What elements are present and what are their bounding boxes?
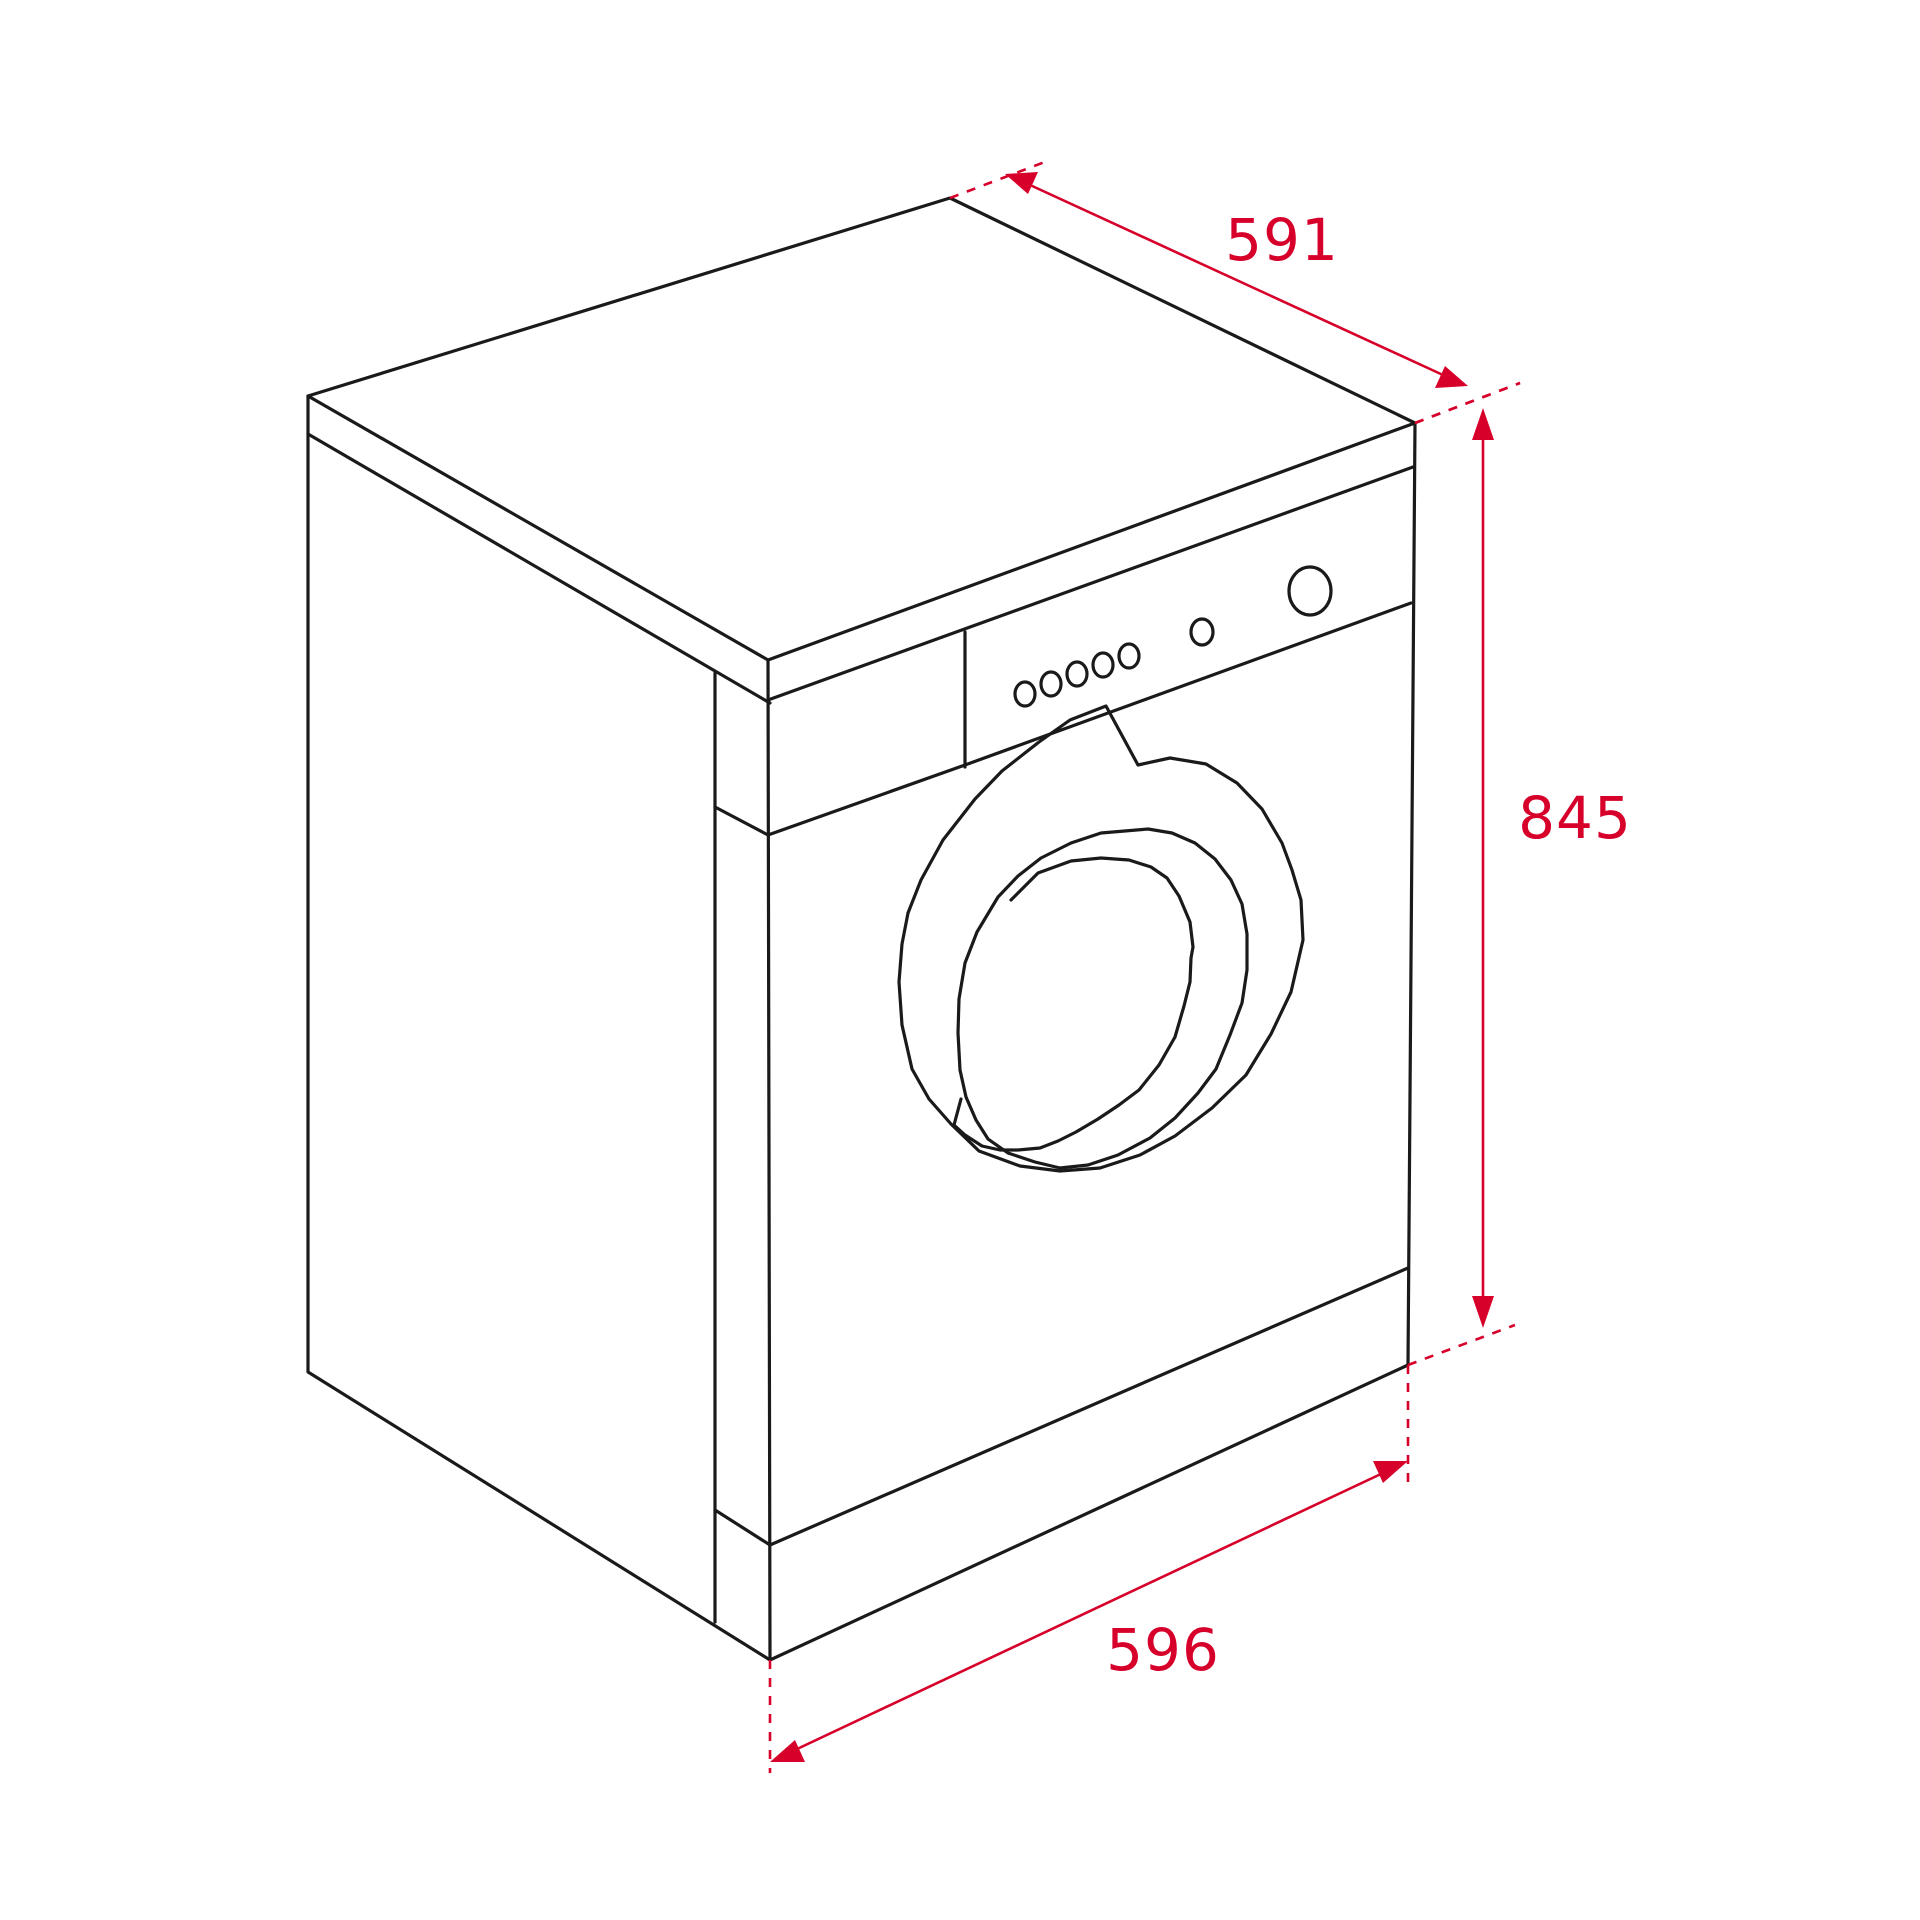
depth-arrowhead-start: [1005, 172, 1038, 194]
height-extension-line-top: [1414, 381, 1521, 425]
door-glass: [952, 856, 1195, 1152]
depth-dimension-line: [1029, 183, 1444, 377]
height-arrowhead-bottom: [1472, 1296, 1494, 1328]
side-panel-hinge-top: [713, 805, 770, 837]
width-arrowhead-right: [1373, 1461, 1408, 1483]
control-panel-lower-edge-left: [766, 763, 967, 837]
depth-dimension: 591: [949, 158, 1521, 425]
top-trim-line: [766, 465, 1415, 702]
width-label: 596: [1106, 1616, 1220, 1684]
program-button-4: [1091, 651, 1115, 679]
program-button-2: [1039, 670, 1063, 698]
height-dimension: 845: [1407, 381, 1632, 1367]
kick-plate-line: [768, 1266, 1410, 1547]
side-panel-hinge-bottom: [713, 1508, 772, 1547]
height-arrowhead-top: [1472, 408, 1494, 440]
front-panel-outline: [766, 421, 1417, 1662]
control-buttons: [1013, 565, 1333, 708]
side-panel: [306, 432, 772, 1662]
door-inner-ring: [956, 827, 1249, 1170]
depth-arrowhead-end: [1435, 366, 1468, 388]
control-panel-lower-edge-right: [963, 601, 1413, 767]
width-dimension: 596: [768, 1365, 1410, 1773]
width-arrowhead-left: [770, 1740, 805, 1762]
program-button-1: [1013, 680, 1037, 708]
indicator-light: [1189, 617, 1215, 647]
height-extension-line-bottom: [1407, 1323, 1516, 1367]
side-panel-top-strip: [306, 394, 772, 705]
door-outer-ring: [897, 704, 1305, 1173]
program-button-5: [1117, 642, 1141, 670]
depth-label: 591: [1225, 206, 1339, 274]
program-button-3: [1065, 660, 1089, 688]
width-dimension-line: [794, 1471, 1384, 1752]
height-label: 845: [1518, 784, 1632, 852]
washing-machine-drawing: [306, 196, 1417, 1662]
program-selector-knob: [1287, 565, 1333, 617]
depth-extension-line-rear: [949, 158, 1051, 200]
